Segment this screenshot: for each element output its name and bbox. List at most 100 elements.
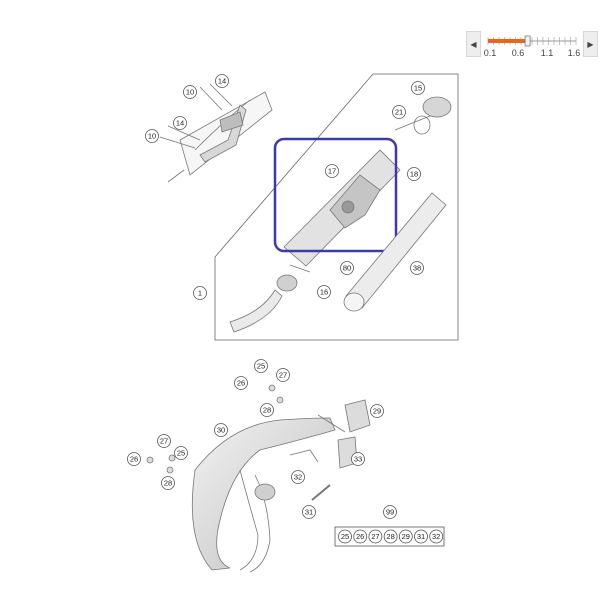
kit-item-callout[interactable]: 32	[429, 529, 444, 544]
callout-c28b[interactable]: 28	[161, 476, 175, 490]
callout-number: 27	[160, 437, 168, 446]
callout-number: 30	[217, 426, 225, 435]
callout-c26a[interactable]: 26	[234, 376, 248, 390]
callout-c28a[interactable]: 28	[260, 403, 274, 417]
callout-circle	[174, 446, 188, 460]
kit-item-callout[interactable]: 26	[353, 529, 368, 544]
callout-c14b[interactable]: 14	[173, 116, 187, 130]
callout-circle	[392, 105, 406, 119]
callout-circle	[414, 529, 428, 544]
callout-c18[interactable]: 18	[407, 167, 421, 181]
callout-c99[interactable]: 99	[383, 505, 397, 519]
callout-number: 31	[305, 508, 313, 517]
callout-circle	[127, 452, 141, 466]
callout-circle	[145, 129, 159, 143]
callout-circle	[383, 505, 397, 519]
zoom-out-button[interactable]: ◀	[466, 31, 481, 57]
callout-c80[interactable]: 80	[340, 261, 354, 275]
inlet-pipe-part	[229, 264, 311, 333]
callout-number: 14	[176, 119, 184, 128]
kit-item-callout[interactable]: 27	[368, 529, 383, 544]
callout-c25a[interactable]: 25	[254, 359, 268, 373]
callout-circle	[173, 116, 187, 130]
end-cap-part	[413, 96, 452, 135]
zoom-in-button[interactable]: ▶	[583, 31, 598, 57]
callout-circle	[411, 81, 425, 95]
callout-c27a[interactable]: 27	[276, 368, 290, 382]
callout-number: 29	[373, 407, 381, 416]
callout-c29[interactable]: 29	[370, 404, 384, 418]
callout-circle	[338, 529, 352, 544]
callout-circle	[234, 376, 248, 390]
callout-circle	[351, 452, 365, 466]
zoom-slider-fill	[488, 39, 528, 43]
callout-c27b[interactable]: 27	[157, 434, 171, 448]
callout-number: 1	[198, 289, 202, 298]
zoom-control: ◀ 0.1 0.6 1.1 1.6 ▶	[466, 31, 598, 59]
callout-c25b[interactable]: 25	[174, 446, 188, 460]
callout-c17[interactable]: 17	[325, 164, 339, 178]
callout-circle	[161, 476, 175, 490]
callout-circle	[398, 529, 413, 544]
callout-number: 99	[386, 508, 394, 517]
callout-number: 38	[413, 264, 421, 273]
callout-c38[interactable]: 38	[410, 261, 424, 275]
callout-number: 27	[279, 371, 287, 380]
callout-c16[interactable]: 16	[317, 285, 331, 299]
callout-circle	[302, 505, 316, 519]
callout-circle	[276, 368, 290, 382]
zoom-tick-label: 1.6	[567, 48, 581, 58]
callout-number: 25	[341, 532, 349, 541]
callout-number: 15	[414, 84, 422, 93]
callout-number: 26	[130, 455, 138, 464]
callout-c1[interactable]: 1	[193, 286, 207, 300]
callout-circle	[370, 404, 384, 418]
assembly-frame	[214, 73, 459, 341]
callout-circle	[410, 261, 424, 275]
callout-number: 32	[432, 532, 440, 541]
callout-c32[interactable]: 32	[291, 470, 305, 484]
callout-number: 27	[371, 532, 379, 541]
chevron-right-icon: ▶	[587, 40, 594, 49]
selection-highlight	[273, 137, 398, 253]
callout-circle	[215, 74, 229, 88]
silencer-tube	[283, 111, 441, 267]
callout-c31[interactable]: 31	[302, 505, 316, 519]
callout-c26b[interactable]: 26	[127, 452, 141, 466]
callout-number: 32	[294, 473, 302, 482]
expansion-chamber-part	[191, 414, 346, 573]
kit-item-callout[interactable]: 29	[398, 529, 413, 544]
callout-c21[interactable]: 21	[392, 105, 406, 119]
kit-item-callout[interactable]: 25	[338, 529, 352, 544]
callout-number: 28	[386, 532, 394, 541]
zoom-tick-label: 0.1	[483, 48, 497, 58]
callout-number: 80	[343, 264, 351, 273]
callout-c14a[interactable]: 14	[215, 74, 229, 88]
callout-number: 10	[148, 132, 156, 141]
callout-number: 29	[402, 532, 410, 541]
callout-c10a[interactable]: 10	[183, 85, 197, 99]
callout-number: 16	[320, 288, 328, 297]
kit-item-callout[interactable]: 31	[414, 529, 428, 544]
callout-number: 14	[218, 77, 226, 86]
callout-c10b[interactable]: 10	[145, 129, 159, 143]
callout-number: 25	[257, 362, 265, 371]
callout-number: 31	[417, 532, 425, 541]
kit-item-callout[interactable]: 28	[383, 529, 398, 544]
callout-circle	[325, 164, 339, 178]
callout-circle	[254, 359, 268, 373]
callout-number: 18	[410, 170, 418, 179]
outer-tube-part	[343, 192, 447, 312]
callout-number: 28	[164, 479, 172, 488]
callout-circle	[183, 85, 197, 99]
callout-c15[interactable]: 15	[411, 81, 425, 95]
zoom-slider[interactable]	[486, 34, 578, 48]
zoom-tick-label: 0.6	[511, 48, 525, 58]
zoom-slider-thumb	[524, 35, 531, 47]
callout-c30[interactable]: 30	[214, 423, 228, 437]
callout-c33[interactable]: 33	[351, 452, 365, 466]
callout-circle	[193, 286, 207, 300]
small-hardware-parts	[146, 384, 371, 501]
zoom-tick-labels: 0.1 0.6 1.1 1.6	[483, 48, 581, 58]
